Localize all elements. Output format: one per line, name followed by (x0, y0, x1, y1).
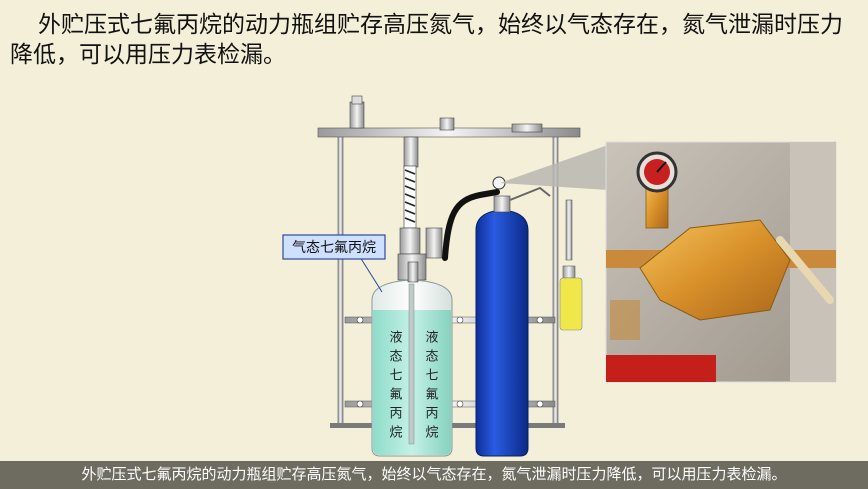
slide-heading: 外贮压式七氟丙烷的动力瓶组贮存高压氮气，始终以气态存在，氮气泄漏时压力降低，可以… (10, 12, 843, 68)
caption-bar (0, 461, 868, 489)
flexible-hose (397, 165, 443, 281)
gas-label-text: 气态七氟丙烷 (292, 240, 376, 256)
caption-text: 外贮压式七氟丙烷的动力瓶组贮存高压氮气，始终以气态存在，氮气泄漏时压力降低，可以… (81, 465, 787, 483)
pilot-bottle (559, 199, 583, 331)
nitrogen-hose (442, 189, 500, 261)
agent-cylinder (371, 261, 453, 457)
gas-label-callout: 气态七氟丙烷 (282, 234, 386, 293)
nitrogen-cylinder (475, 176, 551, 457)
liquid-label-right: 液态七氟丙烷 (423, 330, 439, 444)
liquid-label-left: 液态七氟丙烷 (387, 330, 403, 444)
zoom-callout (500, 145, 608, 190)
gauge-closeup-photo (605, 141, 837, 383)
